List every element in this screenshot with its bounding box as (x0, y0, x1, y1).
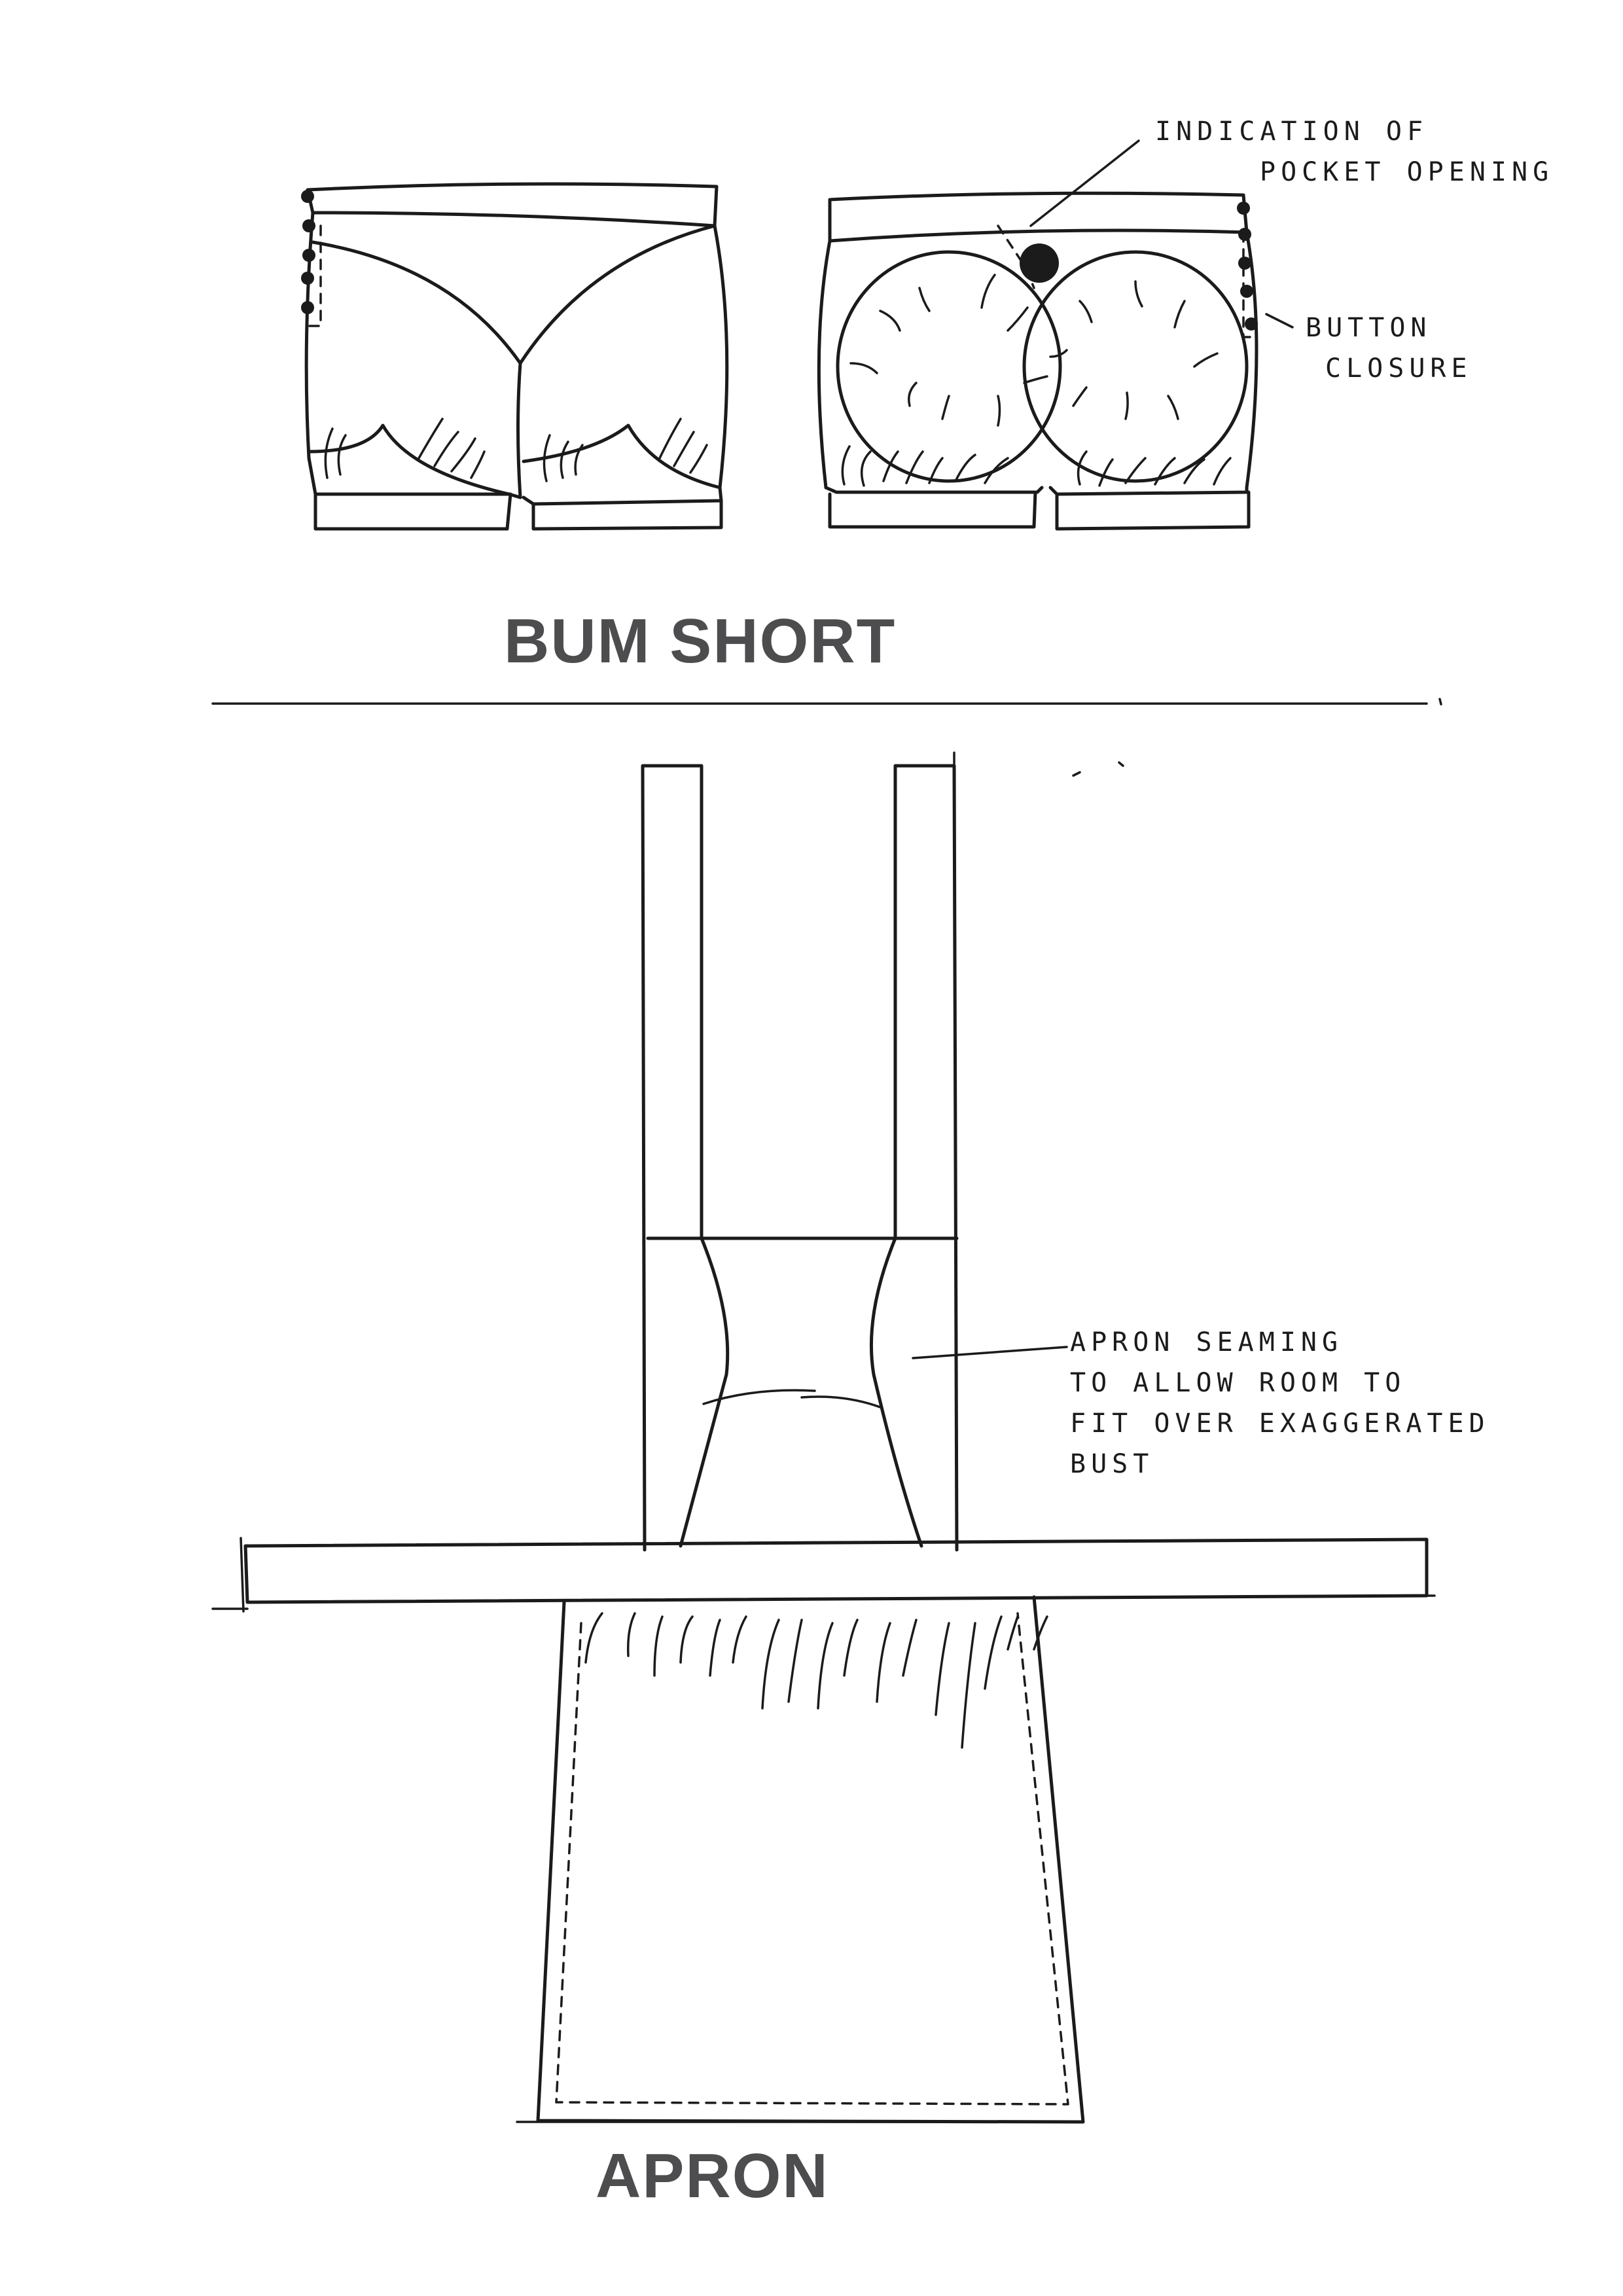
pocket-opening-marker (1020, 243, 1059, 283)
stray-dot (1438, 698, 1442, 706)
apron-sketch (211, 751, 1436, 2124)
apron-annotation-line-3: FIT OVER EXAGGERATED (1070, 1408, 1490, 1439)
button-annotation-line-2: CLOSURE (1325, 353, 1472, 384)
apron-annotation-line-4: BUST (1070, 1449, 1154, 1479)
bum-short-back-view (817, 139, 1294, 531)
button-annotation-line-1: BUTTON (1306, 313, 1432, 343)
pocket-annotation-line-1: INDICATION OF (1155, 117, 1429, 147)
pocket-opening-annotation: INDICATION OF POCKET OPENING (1155, 111, 1554, 192)
bum-short-title: BUM SHORT (504, 606, 897, 676)
apron-title: APRON (596, 2141, 829, 2211)
apron-seaming-annotation: APRON SEAMING TO ALLOW ROOM TO FIT OVER … (1070, 1322, 1490, 1484)
pocket-annotation-line-2: POCKET OPENING (1260, 157, 1554, 187)
stray-pen-marks (1072, 761, 1124, 777)
apron-annotation-line-2: TO ALLOW ROOM TO (1070, 1368, 1406, 1398)
apron-annotation-line-1: APRON SEAMING (1070, 1327, 1344, 1357)
bum-short-front-view (301, 182, 729, 531)
button-closure-annotation: BUTTON CLOSURE (1306, 308, 1472, 389)
